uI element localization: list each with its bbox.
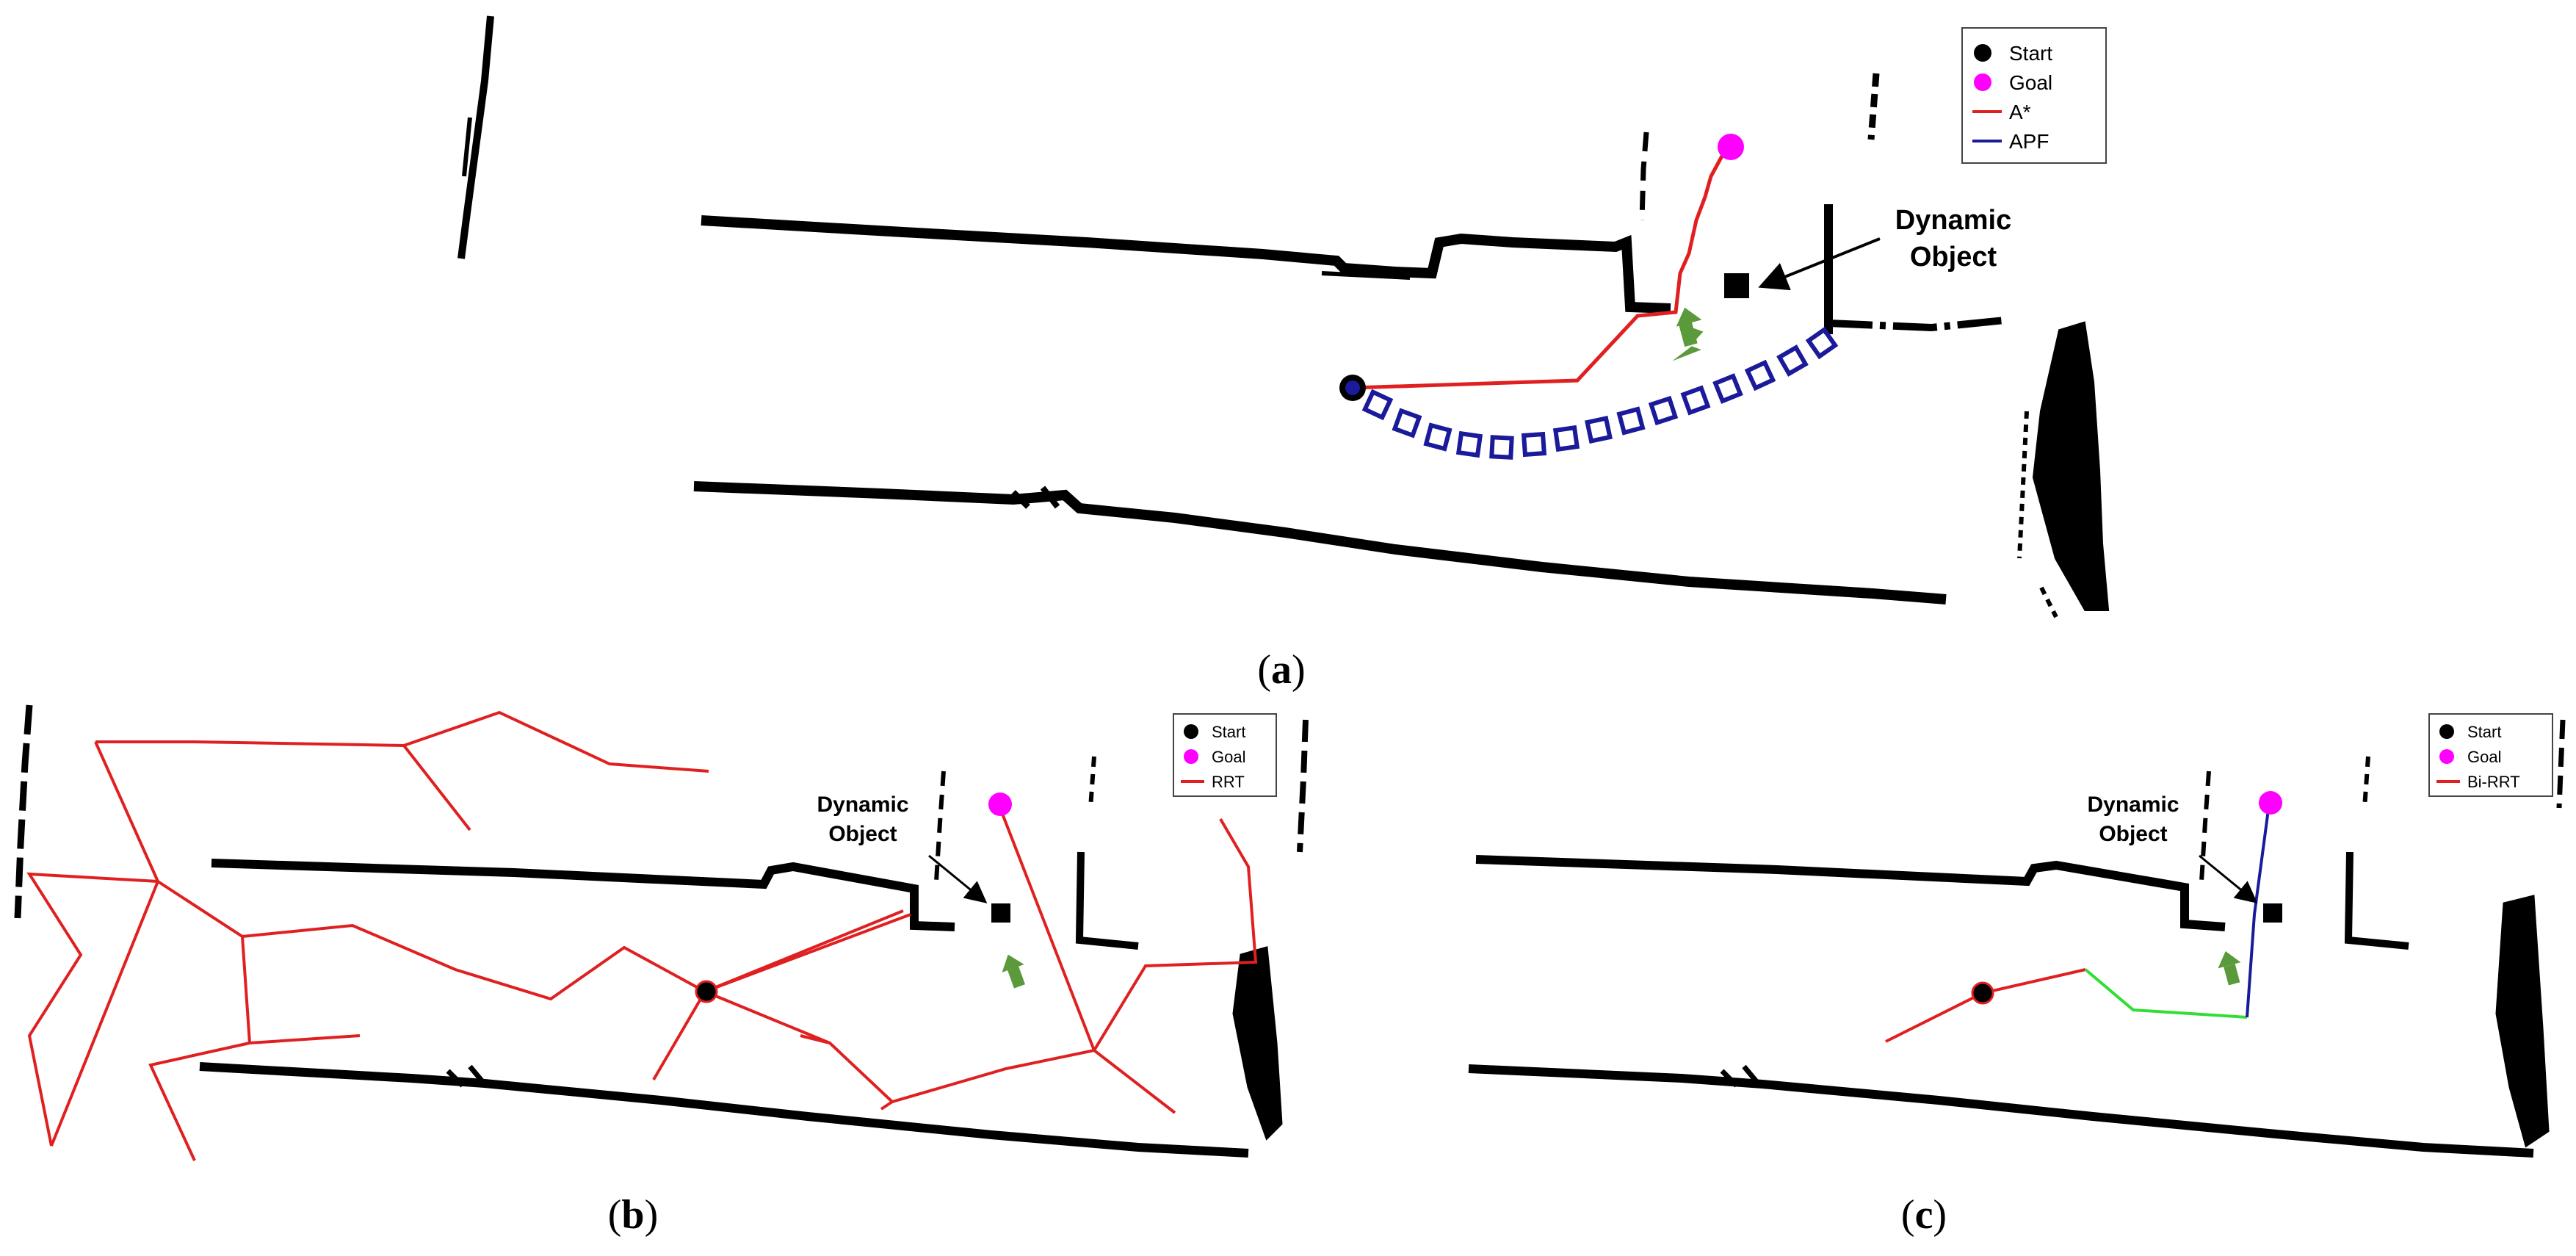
panel-b-legend-rrt: RRT — [1212, 773, 1245, 791]
panel-c-birrt-goal-tree — [2246, 804, 2271, 1018]
panel-c-start-marker — [1971, 981, 1994, 1005]
panel-c-dynamic-object-icon — [2263, 903, 2282, 923]
panel-c-birrt-connect-path — [2084, 968, 2248, 1019]
panel-a-legend-astar: A* — [2009, 101, 2031, 123]
panel-c-legend-goal: Goal — [2467, 748, 2501, 766]
panel-a-legend-goal: Goal — [2009, 71, 2052, 94]
panel-c-birrt-start-tree — [1885, 968, 2086, 1043]
panel-a-annotation-line1: Dynamic — [1895, 205, 2011, 236]
panel-c-annotation-line1: Dynamic — [2087, 793, 2179, 817]
panel-b-legend-goal: Goal — [1212, 748, 1245, 766]
panel-c-annotation-arrow — [2199, 854, 2258, 903]
panel-b-legend-start: Start — [1212, 723, 1245, 741]
panel-a-apf-path — [1361, 326, 1839, 460]
legend-start-marker-icon — [1974, 44, 1991, 62]
panel-b-start-marker — [695, 980, 718, 1003]
panel-a-legend-start: Start — [2009, 42, 2052, 65]
panel-a-dynamic-object-icon — [1724, 273, 1749, 298]
panel-c-legend-start: Start — [2467, 723, 2501, 741]
panel-a-goal-marker — [1718, 134, 1744, 160]
legend-goal-marker-icon — [2439, 749, 2454, 764]
panel-b-label: (b) — [608, 1192, 658, 1238]
panel-c-legend: Start Goal Bi-RRT — [2428, 713, 2553, 797]
panel-b-robot-direction-arrow-icon — [1002, 954, 1026, 989]
panel-a-label: (a) — [1257, 647, 1305, 693]
panel-a-annotation-arrow — [1758, 237, 1881, 291]
panel-a-annotation-line2: Object — [1910, 242, 1997, 273]
panel-a-map — [457, 15, 2110, 618]
panel-c-robot-direction-arrow-icon — [2218, 950, 2241, 986]
legend-goal-marker-icon — [1974, 73, 1991, 91]
panel-b-dynamic-object-icon — [991, 903, 1010, 923]
panel-b-annotation-line1: Dynamic — [817, 793, 908, 817]
panel-b-rrt-tree — [26, 710, 1258, 1161]
panel-b-legend: Start Goal RRT — [1173, 713, 1277, 797]
panel-b-annotation-arrow — [928, 854, 988, 903]
panel-c-map — [1468, 719, 2566, 1158]
panel-c: Dynamic Object Start Goal Bi-RRT (c) — [1468, 713, 2566, 1238]
panel-b-annotation-line2: Object — [828, 822, 897, 846]
panel-c-legend-birrt: Bi-RRT — [2467, 773, 2520, 791]
panel-b-goal-marker — [988, 793, 1012, 816]
panel-a-robot-arrow-shape — [1676, 307, 1702, 327]
panel-a-start-marker — [1339, 375, 1366, 401]
legend-start-marker-icon — [2439, 724, 2454, 739]
legend-goal-marker-icon — [1184, 749, 1198, 764]
panel-c-goal-marker — [2259, 791, 2282, 815]
panel-c-annotation-line2: Object — [2099, 822, 2167, 846]
panel-a: Dynamic Object Start Goal A* APF (a) — [457, 15, 2110, 693]
panel-a-legend-apf: APF — [2009, 130, 2049, 153]
panel-b: Dynamic Object Start Goal RRT (b) — [14, 704, 1309, 1238]
panel-a-astar-path — [1352, 145, 1729, 390]
legend-start-marker-icon — [1184, 724, 1198, 739]
panel-a-robot-arrow-stem — [1679, 322, 1698, 347]
panel-b-map — [14, 704, 1309, 1158]
panel-c-label: (c) — [1901, 1192, 1947, 1238]
panel-a-legend: Start Goal A* APF — [1961, 27, 2107, 164]
